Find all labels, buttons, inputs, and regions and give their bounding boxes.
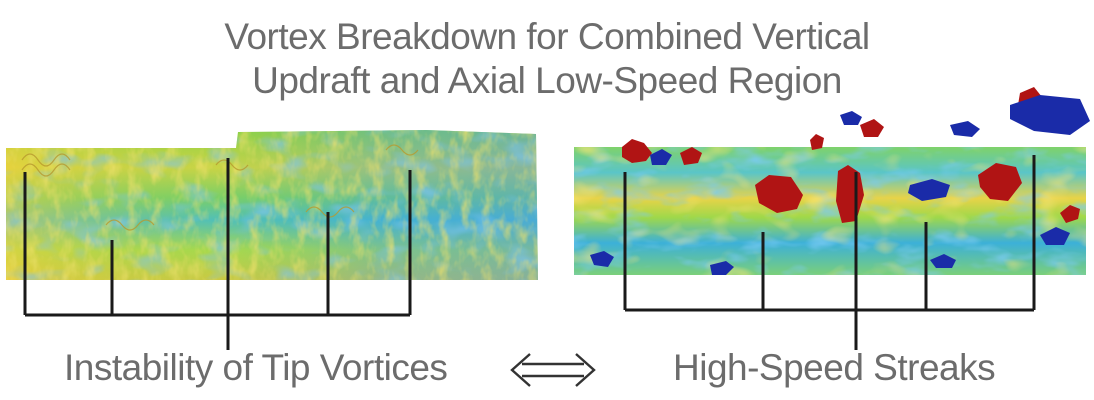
double-headed-arrow-icon <box>510 353 596 387</box>
caption-tip-vortices: Instability of Tip Vortices <box>64 347 448 388</box>
slide-title-line-2: Updraft and Axial Low-Speed Region <box>252 60 842 101</box>
caption-high-speed-streaks: High-Speed Streaks <box>673 347 996 388</box>
tip-vortices-visualization <box>6 130 538 280</box>
slide-title-line-1: Vortex Breakdown for Combined Vertical <box>224 16 870 57</box>
high-speed-streaks-visualization <box>574 87 1090 275</box>
